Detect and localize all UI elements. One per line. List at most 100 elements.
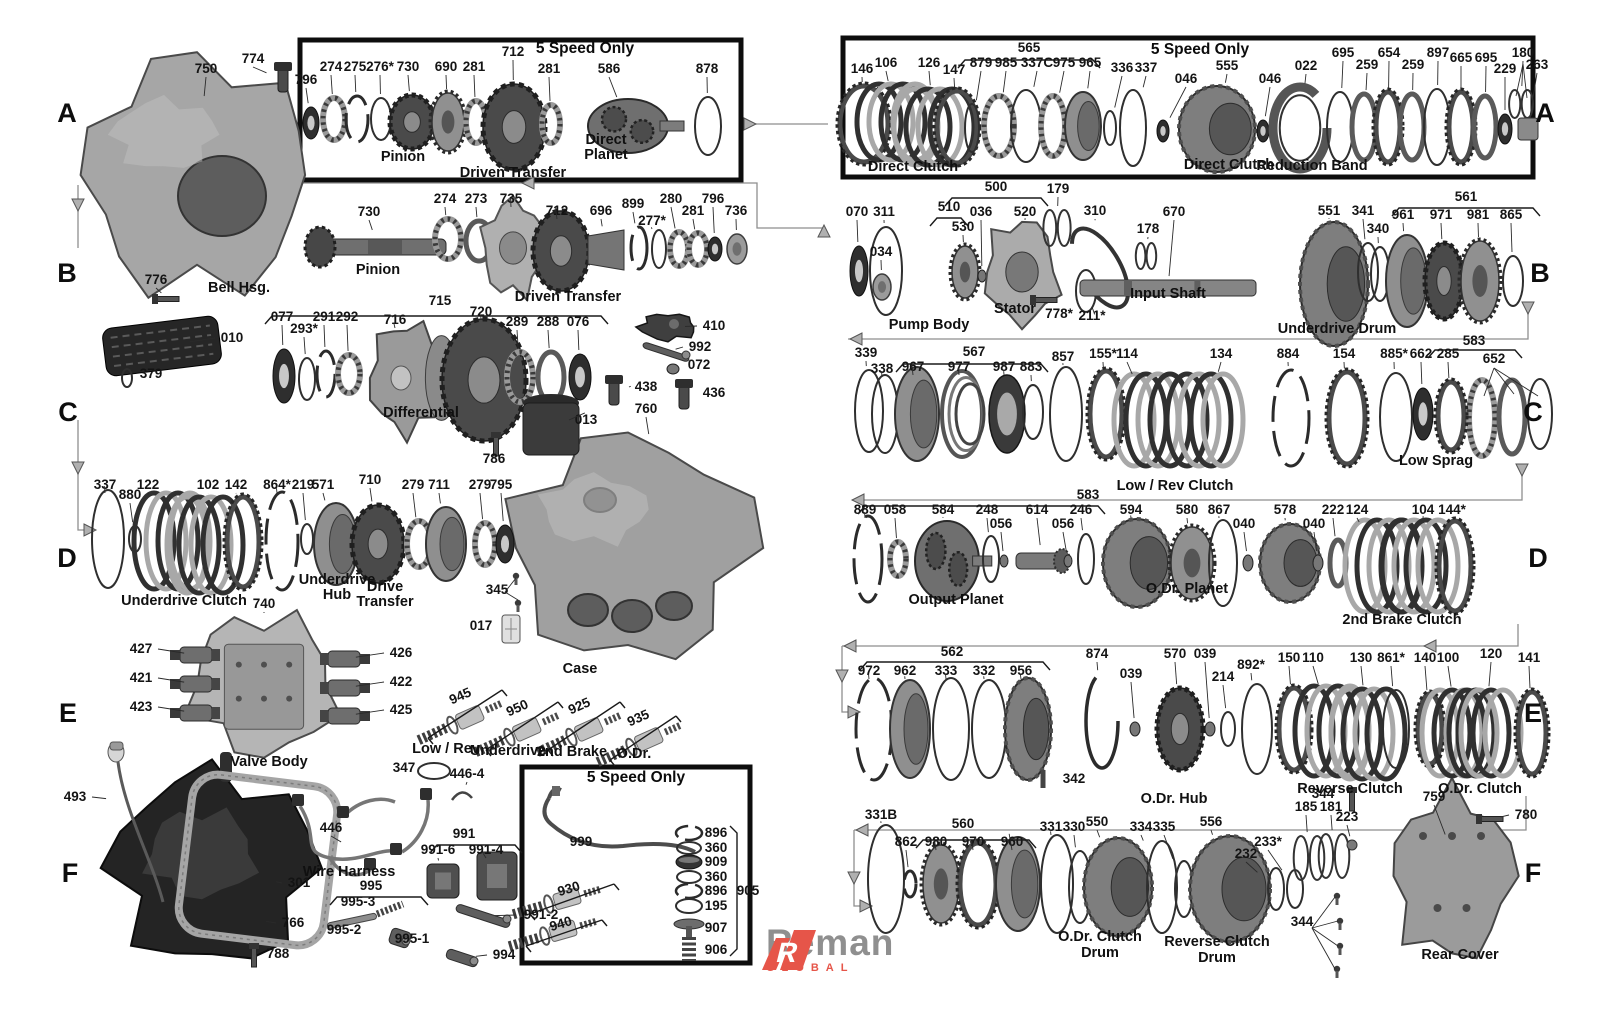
part-label: 293* [290,321,319,336]
part-label: 423 [130,699,153,714]
part-label: 185 [1295,799,1318,814]
group-caption: Reverse Clutch [1297,781,1403,797]
flow-arrow-icon [83,523,98,537]
part-label: 288 [537,314,560,329]
group-caption: O.Dr. Clutch [1058,929,1142,945]
group-bracket-991: 991 [429,826,523,854]
leader-line [1224,73,1228,83]
svg-text:715: 715 [429,293,452,308]
deco-housing [504,431,765,661]
part-695: 695 [1326,45,1355,163]
part-label: 892* [1237,657,1266,672]
part-289: 289 [504,314,536,405]
part-909: 909 [675,854,728,870]
part-label: 273 [465,191,488,206]
leader-line [1365,72,1368,91]
group-caption: Underdrive [299,572,376,588]
fan-leader-line [1311,920,1339,929]
part-730: 730 [303,204,447,269]
part-423: 423 [130,699,220,722]
leader-line [1019,674,1022,680]
part-493: 493 [64,741,165,903]
group-caption: Hub [323,587,351,603]
part-977: 977 [940,359,986,459]
part-710: 710 [349,472,407,586]
leader-line [608,76,618,98]
part-778*: 778* [1030,295,1074,321]
group-caption: Drive [367,579,403,595]
part-label: 311 [873,204,895,219]
part-label: 956 [1010,663,1033,678]
group-bracket-500: 500 [944,179,1049,207]
leader-line [1062,531,1067,552]
part-885*: 885* [1379,346,1413,462]
part-label: 980 [925,834,948,849]
part-label: 991-2 [524,907,559,922]
part-347: 347 [393,760,451,780]
part-label: 571 [312,477,335,492]
part-337: 337 [91,477,125,589]
part-label: 344 [1312,786,1335,801]
part-214: 214 [1212,669,1236,747]
leader-line [645,416,650,435]
part-580: 580 [1167,502,1217,603]
part-label: 334 [1130,819,1153,834]
part-label: 126 [918,55,941,70]
part-label: 446-4 [450,766,485,781]
fan-leader-line [504,591,519,601]
svg-text:510: 510 [938,199,961,214]
part-179: 179 [1042,181,1072,247]
part-995-1: 995-1 [388,927,430,949]
part-label: 867 [1208,502,1231,517]
part-label: 331 [1040,819,1063,834]
deco-tinybolt [1333,965,1341,978]
leader-line [407,74,410,92]
svg-text:565: 565 [1018,40,1041,55]
part-861*: 861* [1377,650,1410,769]
part-740: 740 [182,596,342,759]
leader-line [547,329,550,349]
part-259: 259 [1397,57,1427,163]
part-578: 578 [1258,502,1322,604]
part-label: 991-4 [469,842,504,857]
leader-line [516,329,519,349]
part-label: 995-1 [395,931,430,946]
deco-springkit [535,711,624,757]
group-bracket-905: 905 [729,825,760,957]
part-label: 259 [1402,57,1425,72]
part-label: 341 [1352,203,1375,218]
part-label: 991-6 [421,842,456,857]
leader-line [91,796,107,800]
leader-line [971,839,974,851]
leader-line [1217,361,1222,372]
part-134: 134 [1164,346,1246,469]
part-label: 960 [1001,834,1024,849]
part-130: 130 [1328,650,1408,782]
part-label: 178 [1137,221,1160,236]
part-277*: 277* [638,213,667,269]
part-label: 774 [242,51,265,66]
leader-line [675,346,684,350]
group-caption: Pinion [381,149,425,165]
part-label: 100 [1437,650,1460,665]
part-label: 120 [1480,646,1503,661]
row-marker-right-E: E [1524,698,1542,728]
part-104: 104 [1379,502,1461,615]
part-961: 961 [1385,207,1429,328]
part-288: 288 [535,314,567,405]
part-422: 422 [320,674,412,697]
part-058: 058 [884,502,909,579]
deco-oring [1527,378,1553,450]
leader-line [856,219,859,243]
deco-springkit [473,711,562,757]
part-862: 862 [895,834,918,899]
part-label: 909 [705,854,728,869]
leader-line [355,652,385,658]
group-caption: Direct Clutch [868,159,958,175]
part-040: 040 [1233,516,1255,572]
svg-text:991: 991 [453,826,476,841]
part-960: 960 [995,833,1041,932]
part-972: 972 [854,663,894,782]
part-label: 740 [253,596,276,611]
group-caption: Bell Hsg. [208,280,270,296]
